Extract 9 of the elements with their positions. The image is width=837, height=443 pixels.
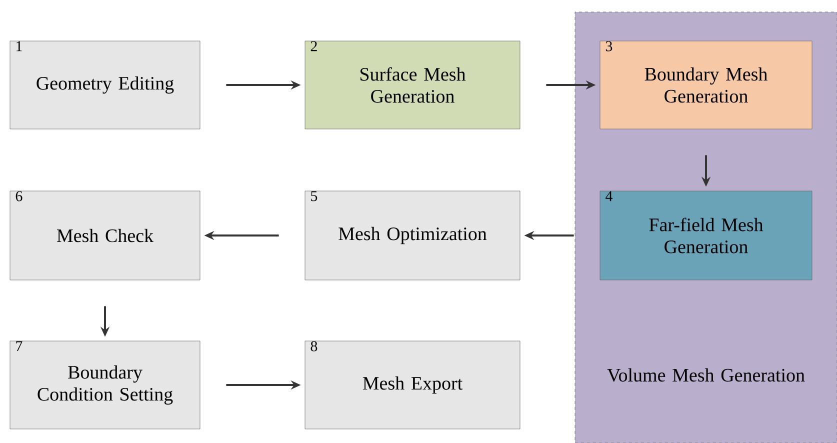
process-box: Far-field Mesh Generation 4 [600, 190, 812, 280]
process-box: Mesh Check 6 [10, 190, 200, 280]
process-box: Mesh Optimization 5 [304, 190, 520, 280]
process-box: Surface Mesh Generation 2 [304, 40, 520, 130]
process-box: Geometry Editing 1 [10, 40, 200, 130]
process-box: Boundary Condition Setting 7 [10, 340, 200, 430]
process-box: Boundary Mesh Generation 3 [600, 40, 812, 130]
process-box: Mesh Export 8 [304, 340, 520, 430]
region-label: Volume Mesh Generation [607, 368, 805, 382]
